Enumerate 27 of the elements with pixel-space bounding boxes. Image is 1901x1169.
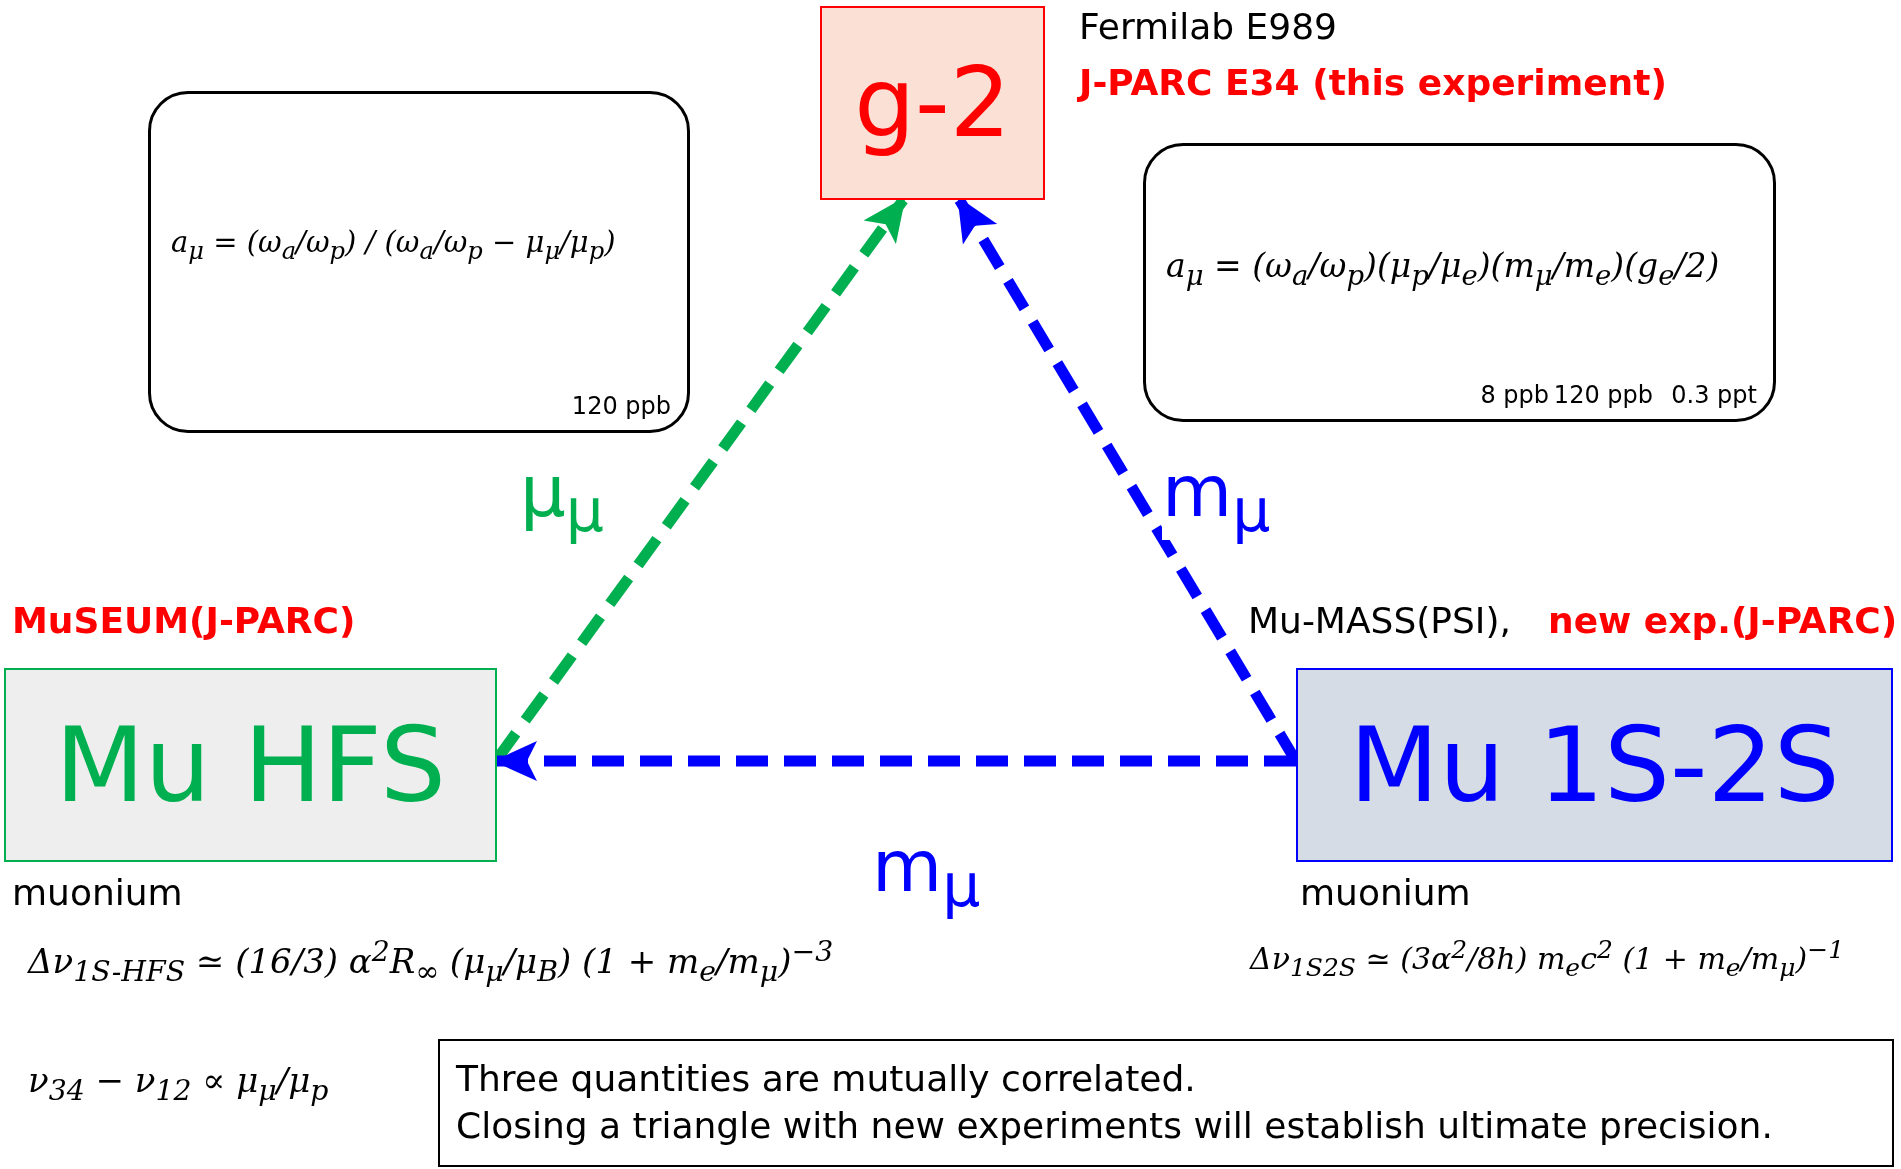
formula: ν$_{34}$ − ν$_{12}$ ∝ μ$_{μ}$/μ$_{p}$ <box>28 1060 329 1107</box>
experiment-name: Mu-MASS(PSI), <box>1248 600 1511 641</box>
experiment-name: Fermilab E989 <box>1079 6 1337 47</box>
caption-text: muonium <box>1300 872 1471 913</box>
precision-value: 120 ppb <box>571 392 671 420</box>
precision-value: 0.3 ppt <box>1671 381 1757 409</box>
formula-box <box>1143 143 1776 422</box>
experiment-name: new exp.(J-PARC) <box>1548 600 1898 641</box>
box-title: Mu 1S-2S <box>1349 704 1840 826</box>
experiment-box <box>4 668 497 862</box>
precision-value: 8 ppb <box>1480 381 1549 409</box>
formula: Δν$_{1S2S}$ ≃ (3α$^{2}$/8h) m$_{e}$c$^{2}$ (1 + m$_{e}$/m$_{μ}$)$^{−1}$ <box>1250 935 1845 982</box>
experiment-name: MuSEUM(J-PARC) <box>12 600 356 641</box>
precision-value: 120 ppb <box>1553 381 1653 409</box>
formula: Δν$_{1S-HFS}$ ≃ (16/3) α$^{2}$R$_{∞}$ (μ$_{μ}$/μ$_{B}$) (1 + m$_{e}$/m$_{μ}$)$^{−3}$ <box>28 935 834 989</box>
note-box <box>438 1039 1894 1167</box>
experiment-box <box>1296 668 1893 862</box>
experiment-box <box>820 6 1045 200</box>
formula: a$_{μ}$ = (ω$_{a}$/ω$_{p}$)(μ$_{p}$/μ$_{e}$)(m$_{μ}$/m$_{e}$)(g$_{e}$/2) <box>1166 245 1720 291</box>
note-text: Closing a triangle with new experiments will establish ultimate precision. <box>456 1104 1773 1148</box>
formula: a$_{μ}$ = (ω$_{a}$/ω$_{p}$) / (ω$_{a}$/ω$_{p}$ − μ$_{μ}$/μ$_{p}$) <box>171 225 616 265</box>
box-title: Mu HFS <box>55 704 446 826</box>
experiment-name: J-PARC E34 (this experiment) <box>1079 62 1667 103</box>
box-title: g-2 <box>854 47 1011 159</box>
caption-text: muonium <box>12 872 183 913</box>
formula-box <box>148 91 690 433</box>
note-text: Three quantities are mutually correlated. <box>456 1057 1196 1102</box>
